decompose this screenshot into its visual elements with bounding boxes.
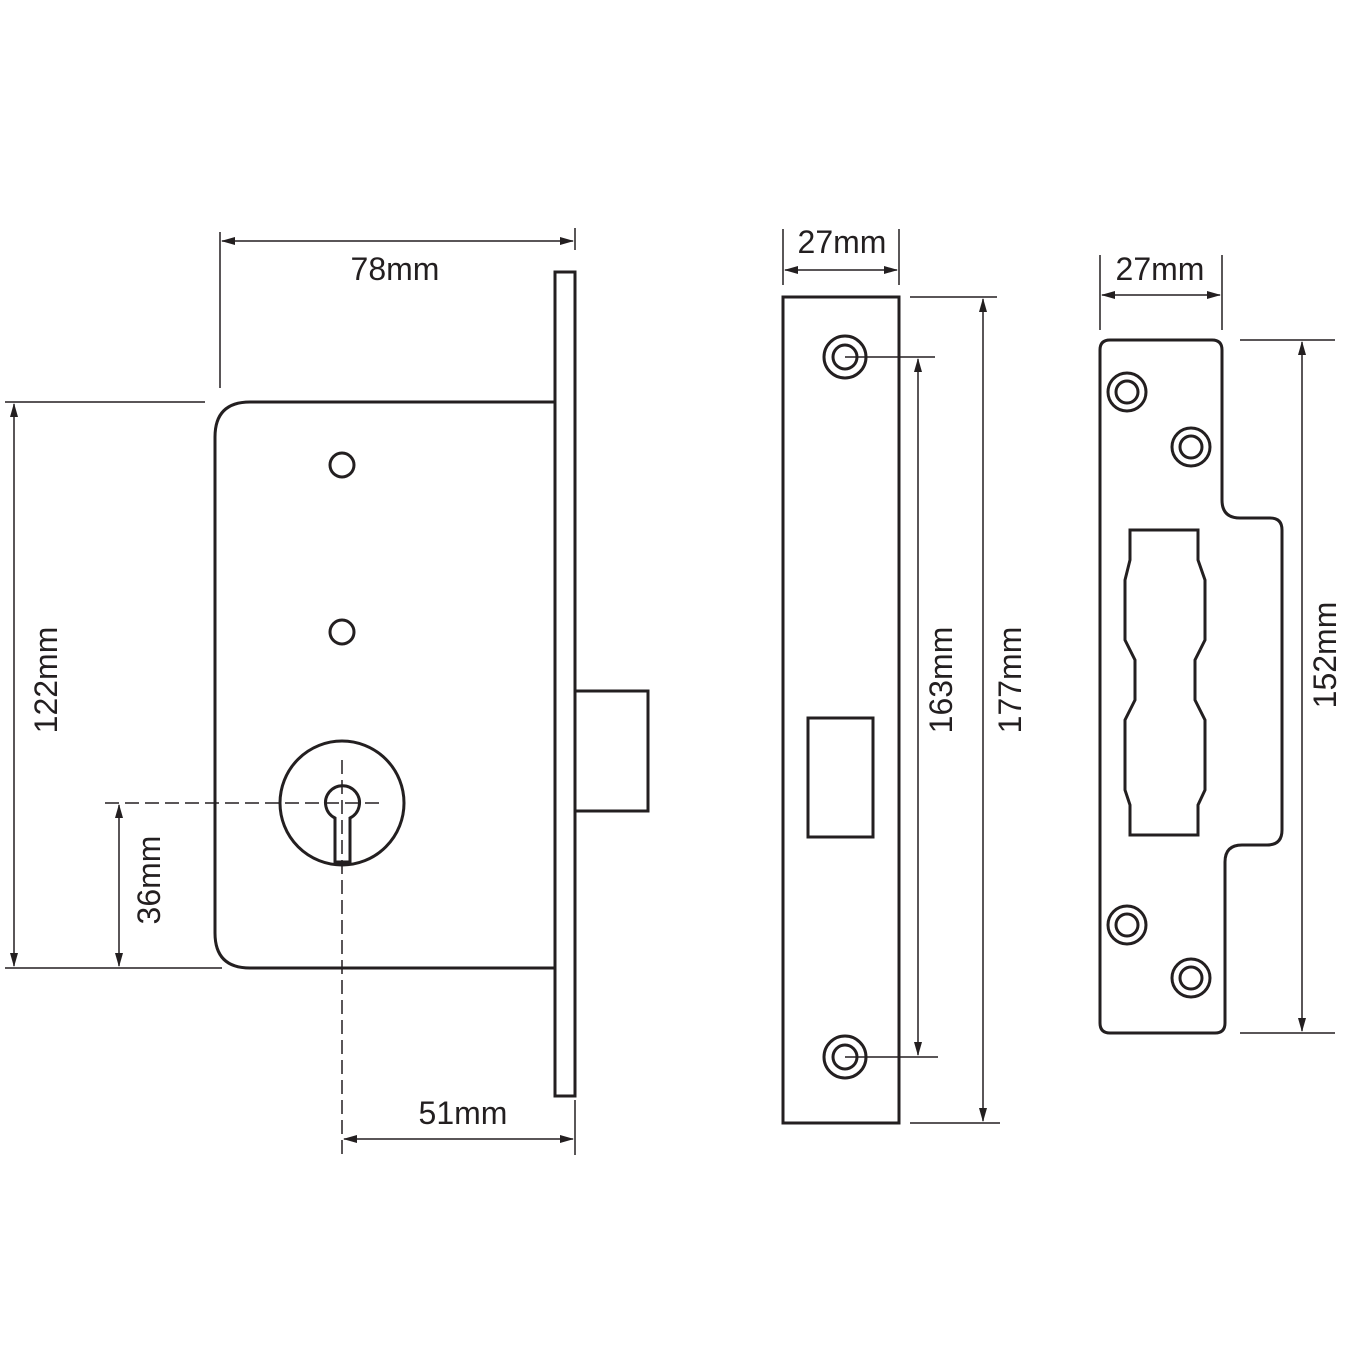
- deadbolt: [573, 689, 650, 813]
- strike-screw-hole: [1170, 957, 1212, 999]
- forend-plate: [781, 295, 901, 1125]
- forend-height-label: 177mm: [992, 627, 1028, 734]
- screw-centres-label: 163mm: [923, 627, 959, 734]
- forend-width-label: 27mm: [798, 224, 887, 260]
- bolt-aperture: [806, 716, 875, 839]
- strike-bolt-aperture: [1123, 528, 1207, 837]
- fixing-hole-lower: [328, 618, 356, 646]
- lock-case-body: [213, 400, 555, 970]
- forend-view: 27mm 163mm 177mm: [781, 224, 1028, 1125]
- backset-label: 51mm: [419, 1095, 508, 1131]
- keyhole-offset-label: 36mm: [131, 836, 167, 925]
- fixing-hole-upper: [328, 451, 356, 479]
- strike-height-label: 152mm: [1307, 602, 1343, 709]
- strike-screw-hole: [1106, 904, 1148, 946]
- strike-plate-view: 27mm 152mm: [1098, 251, 1343, 1035]
- lock-case-view: 78mm 122mm 36mm 51mm: [5, 228, 650, 1155]
- strike-width-label: 27mm: [1116, 251, 1205, 287]
- strike-plate-outline: [1098, 338, 1284, 1035]
- strike-screw-hole: [1170, 426, 1212, 468]
- lock-forend-plate: [553, 270, 577, 1098]
- keyhole-icon: [324, 784, 361, 864]
- lock-height-label: 122mm: [28, 627, 64, 734]
- lock-width-label: 78mm: [351, 251, 440, 287]
- strike-screw-hole: [1106, 371, 1148, 413]
